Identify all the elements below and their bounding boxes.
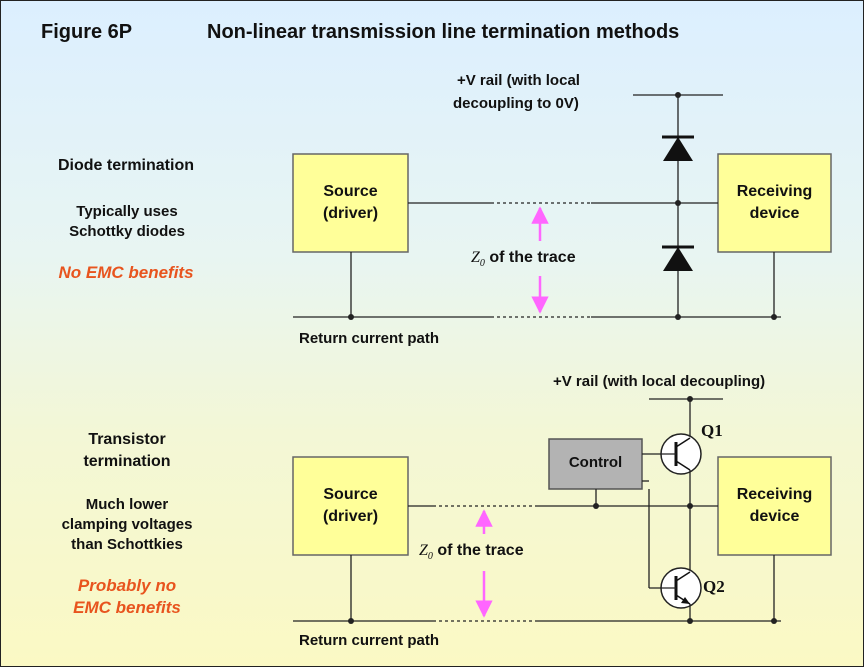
- impedance-label-bottom: Z0 of the trace: [419, 542, 524, 562]
- diode-termination-heading: Diode termination: [57, 157, 194, 174]
- q2-label: Q2: [703, 577, 725, 596]
- receiver-label-bottom-line1: Receiving: [736, 486, 813, 503]
- transistor-heading-line2: termination: [83, 453, 171, 470]
- receiver-label-top: Receiving device: [718, 181, 831, 225]
- diode-upper: [663, 137, 693, 161]
- diode-rail-line2: decoupling to 0V): [453, 95, 579, 112]
- source-label-top: Source (driver): [293, 181, 408, 225]
- source-label-bottom-line2: (driver): [322, 508, 379, 525]
- transistor-note-line1: Much lower: [85, 496, 169, 513]
- source-box-bottom: [292, 456, 409, 556]
- z-symbol-top: Z: [471, 249, 480, 266]
- transistor-note-line2: clamping voltages: [61, 516, 193, 533]
- z-suffix-bottom: of the trace: [432, 542, 524, 559]
- diode-lower: [663, 247, 693, 271]
- transistor-circuit: [292, 396, 832, 624]
- source-box-top: [292, 153, 409, 253]
- transistor-emc-line2: EMC benefits: [73, 598, 181, 617]
- source-label-bottom: Source (driver): [293, 484, 408, 528]
- z-symbol-bottom: Z: [419, 542, 428, 559]
- receiver-label-top-line1: Receiving: [736, 183, 813, 200]
- impedance-label-top: Z0 of the trace: [471, 249, 576, 269]
- transistor-note-line3: than Schottkies: [71, 536, 183, 553]
- control-box: [548, 438, 643, 490]
- diode-circuit: [292, 92, 832, 320]
- z-subscript-bottom: 0: [427, 551, 433, 563]
- q1-label: Q1: [701, 421, 723, 440]
- transistor-emc-line1: Probably no: [77, 576, 177, 595]
- return-path-label-bottom: Return current path: [299, 632, 440, 649]
- receiver-box-bottom: [717, 456, 832, 556]
- figure-number: Figure 6P: [41, 21, 133, 43]
- transistor-heading-line1: Transistor: [88, 431, 166, 448]
- control-label: Control: [568, 454, 623, 471]
- transistor-rail-label: +V rail (with local decoupling): [553, 373, 766, 390]
- source-label-top-line2: (driver): [322, 205, 379, 222]
- figure-title: Non-linear transmission line termination…: [207, 21, 680, 43]
- z-subscript-top: 0: [479, 258, 485, 270]
- diode-emc-note: No EMC benefits: [58, 263, 194, 282]
- transistor-termination-heading: Transistor termination: [41, 429, 213, 473]
- receiver-label-bottom: Receiving device: [718, 484, 831, 528]
- receiver-box-top: [717, 153, 832, 253]
- diode-rail-line1: +V rail (with local: [457, 72, 580, 89]
- z-suffix-top: of the trace: [484, 249, 576, 266]
- receiver-label-top-line2: device: [749, 205, 800, 222]
- transistor-emc-note: Probably no EMC benefits: [37, 575, 217, 619]
- diode-note-line1: Typically uses: [76, 203, 178, 220]
- transistor-note: Much lower clamping voltages than Schott…: [37, 495, 217, 555]
- source-label-bottom-line1: Source: [323, 486, 378, 503]
- diode-note-line2: Schottky diodes: [69, 223, 185, 240]
- receiver-label-bottom-line2: device: [749, 508, 800, 525]
- source-label-top-line1: Source: [323, 183, 378, 200]
- return-path-label-top: Return current path: [299, 330, 440, 347]
